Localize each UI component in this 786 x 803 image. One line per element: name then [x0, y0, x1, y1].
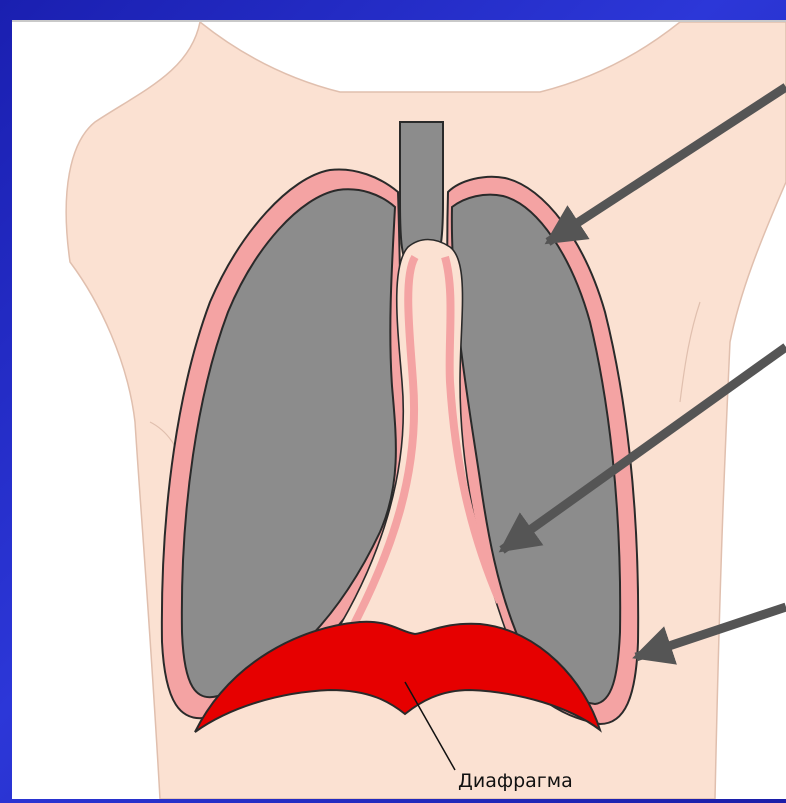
lungs-diagram: Диафрагма [12, 22, 786, 799]
image-panel: Диафрагма [12, 20, 786, 799]
diaphragm-label: Диафрагма [458, 770, 573, 792]
